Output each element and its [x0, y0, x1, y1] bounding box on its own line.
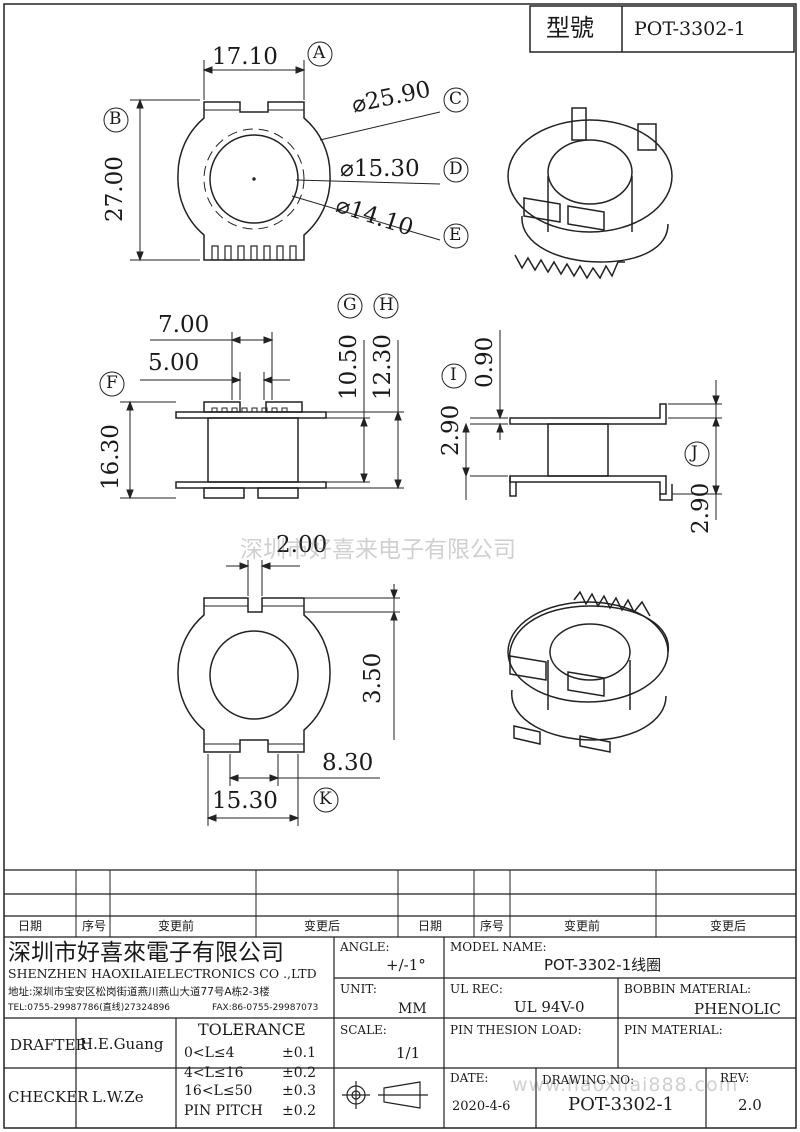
- callout-d: D: [449, 159, 463, 179]
- dim-i: 2.90: [438, 404, 464, 456]
- tolerance-title: TOLERANCE: [198, 1020, 306, 1039]
- tolerance-range-3: 16<L≤50: [184, 1083, 253, 1099]
- drafter-value: H.E.Guang: [80, 1035, 164, 1053]
- callout-j: J: [691, 443, 698, 463]
- callout-c: C: [449, 89, 463, 109]
- callout-h: H: [379, 295, 394, 315]
- drawing-no-value: POT-3302-1: [568, 1094, 674, 1115]
- unit-value: MM: [398, 1001, 427, 1017]
- dim-height: 27.00: [102, 156, 128, 222]
- tolerance-value-1: ±0.1: [282, 1045, 316, 1061]
- date-label: DATE:: [450, 1071, 489, 1085]
- ul-value: UL 94V-0: [514, 998, 585, 1016]
- rev-header-seq-1: 序号: [82, 919, 107, 933]
- edge-view: [509, 403, 673, 501]
- checker-label: CHECKER: [8, 1088, 89, 1106]
- company-name-en: SHENZHEN HAOXILAIELECTRONICS CO .,LTD: [8, 966, 317, 981]
- scale-value: 1/1: [396, 1044, 421, 1062]
- dim-g: 10.50: [336, 334, 362, 400]
- tolerance-range-1: 0<L≤4: [184, 1045, 235, 1061]
- bobbin-material-value: PHENOLIC: [694, 1000, 781, 1018]
- company-fax: FAX:86-0755-29987073: [212, 1003, 319, 1013]
- rev-header-before-1: 变更前: [158, 919, 195, 933]
- rev-header-date-1: 日期: [18, 919, 43, 933]
- model-box-value: POT-3302-1: [634, 18, 746, 40]
- dim-i-top: 0.90: [472, 336, 498, 388]
- dim-inner-dia: ⌀15.30: [340, 156, 420, 182]
- pin-material-label: PIN MATERIAL:: [624, 1023, 723, 1037]
- sheet-border: [3, 3, 797, 1129]
- dim-j: 2.90: [688, 482, 714, 534]
- company-address: 地址:深圳市宝安区松岗街道燕川燕山大道77号A栋2-3楼: [8, 986, 270, 998]
- rev-header-date-2: 日期: [418, 919, 443, 933]
- tolerance-value-4: ±0.2: [282, 1103, 316, 1119]
- dim-bottom-inner: 8.30: [322, 750, 374, 776]
- angle-value: +/-1°: [386, 956, 426, 974]
- model-name-value: POT-3302-1线圈: [544, 956, 662, 974]
- dim-gap-width: 2.00: [276, 532, 328, 558]
- ul-label: UL REC:: [450, 982, 503, 996]
- rev-value: 2.0: [738, 1096, 762, 1114]
- dim-slot-inner: 5.00: [148, 350, 200, 376]
- model-box: [529, 5, 795, 53]
- watermark-url: www.haoxilai888.com: [512, 1074, 739, 1096]
- watermark-center: 深圳市好喜来电子有限公司: [240, 537, 516, 563]
- model-name-label: MODEL NAME:: [450, 940, 547, 954]
- callout-a: A: [313, 43, 326, 63]
- projection-symbol-icon: [342, 1081, 428, 1109]
- iso-view-2: [507, 590, 669, 753]
- dim-h: 12.30: [370, 334, 396, 400]
- callout-f: F: [106, 373, 118, 393]
- top-view: [177, 101, 331, 261]
- tolerance-value-2: ±0.2: [282, 1065, 316, 1081]
- dim-top-width: 17.10: [212, 44, 278, 70]
- callout-g: G: [343, 295, 357, 315]
- side-view: [175, 401, 327, 499]
- tolerance-range-4: PIN PITCH: [184, 1103, 263, 1119]
- model-box-label: 型號: [546, 14, 594, 42]
- dim-bottom-width: 15.30: [212, 788, 278, 814]
- dim-total-height: 16.30: [98, 424, 124, 490]
- callout-b: B: [109, 109, 122, 129]
- title-block: [4, 869, 796, 1128]
- tolerance-range-2: 4<L≤16: [184, 1065, 244, 1081]
- date-value: 2020-4-6: [452, 1099, 511, 1114]
- checker-value: L.W.Ze: [92, 1088, 144, 1106]
- drafter-label: DRAFTER: [10, 1036, 87, 1054]
- rev-header-after-1: 变更后: [304, 919, 341, 933]
- bottom-view: [177, 597, 331, 753]
- rev-header-before-2: 变更前: [564, 919, 601, 933]
- pin-load-label: PIN THESION LOAD:: [450, 1023, 582, 1037]
- dim-slot-width: 7.00: [158, 312, 210, 338]
- callout-k: K: [319, 789, 332, 809]
- tolerance-value-3: ±0.3: [282, 1083, 316, 1099]
- iso-view-1: [507, 107, 673, 280]
- dim-notch-depth: 3.50: [360, 652, 386, 704]
- rev-header-seq-2: 序号: [480, 919, 505, 933]
- angle-label: ANGLE:: [340, 940, 390, 954]
- rev-label: REV:: [720, 1071, 750, 1085]
- callout-i: I: [450, 365, 457, 385]
- callout-e: E: [449, 225, 462, 245]
- rev-header-after-2: 变更后: [710, 919, 747, 933]
- unit-label: UNIT:: [340, 982, 377, 996]
- bobbin-material-label: BOBBIN MATERIAL:: [624, 982, 752, 996]
- company-name-cn: 深圳市好喜來電子有限公司: [8, 940, 284, 966]
- scale-label: SCALE:: [340, 1023, 387, 1037]
- drawing-no-label: DRAWING NO:: [542, 1073, 635, 1087]
- company-tel: TEL:0755-29987786(直线)27324896: [8, 1003, 171, 1013]
